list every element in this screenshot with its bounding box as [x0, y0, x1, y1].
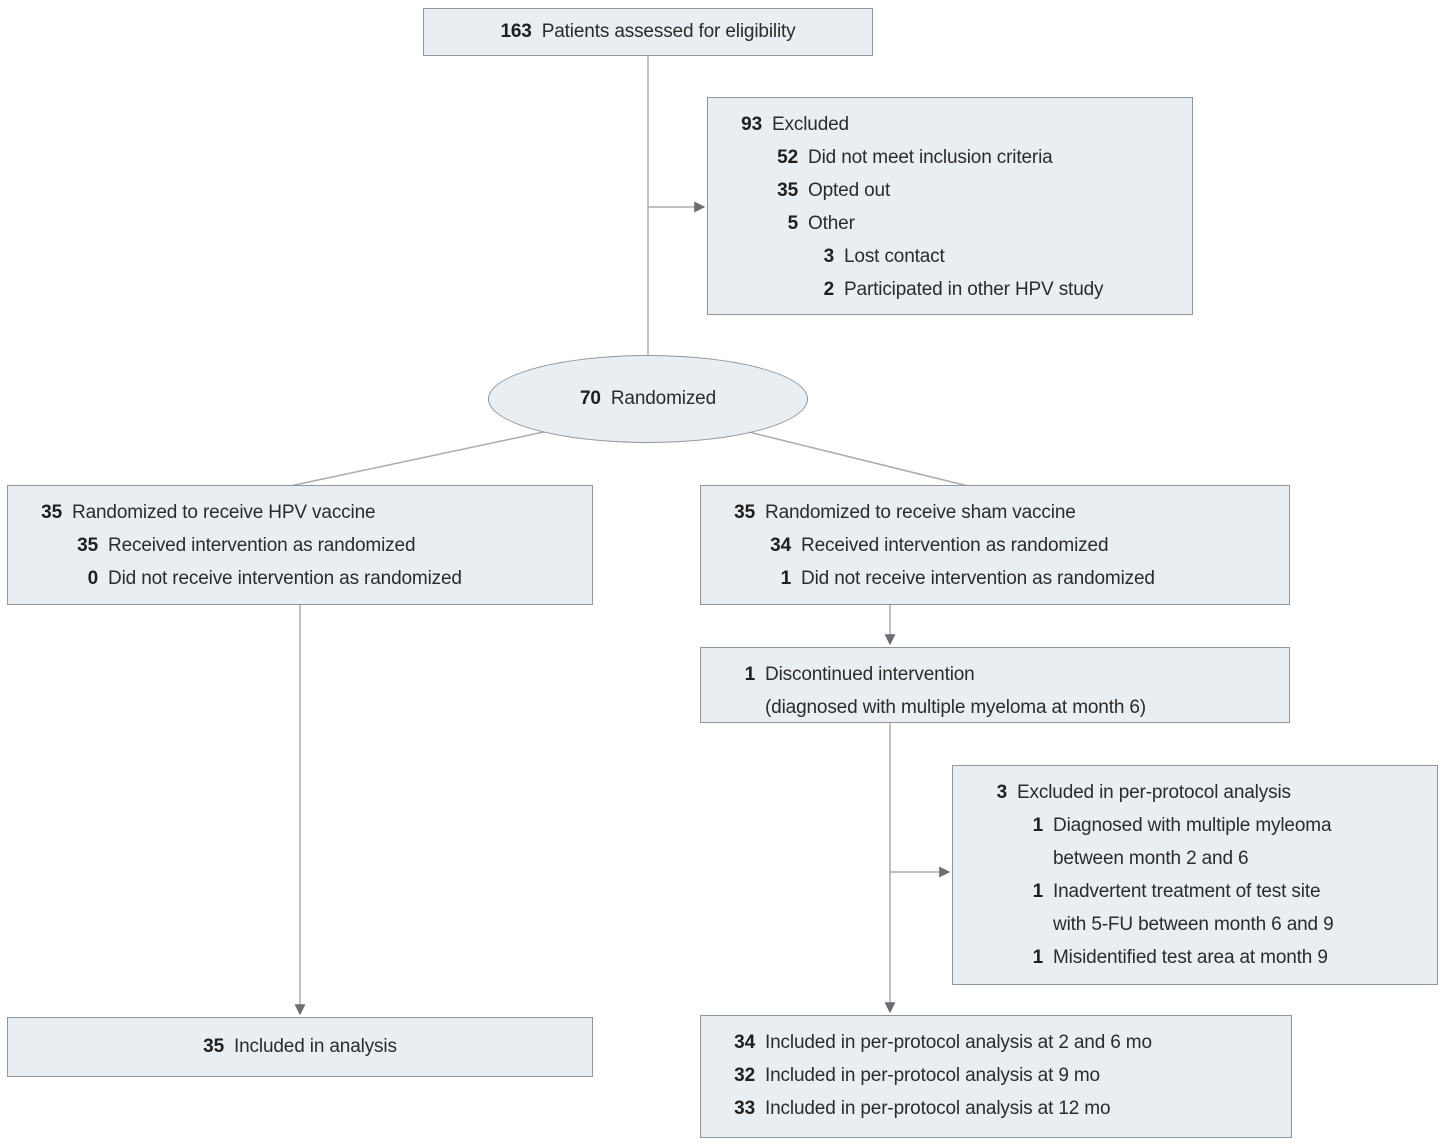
label: Did not meet inclusion criteria — [808, 147, 1053, 168]
count: 1 — [1032, 947, 1044, 968]
label: Other — [808, 213, 855, 234]
label: Excluded — [772, 114, 849, 135]
flow-line: 5 Other — [728, 207, 1176, 240]
flow-line: 33 Included in per-protocol analysis at … — [721, 1092, 1275, 1125]
flow-line: 52 Did not meet inclusion criteria — [728, 141, 1176, 174]
flow-line: 35 Included in analysis — [8, 1018, 592, 1076]
label: Inadvertent treatment of test site with … — [1053, 881, 1334, 935]
count: 3 — [996, 782, 1008, 803]
flow-line: 2 Participated in other HPV study — [728, 273, 1176, 306]
flow-line: 70 Randomized — [489, 356, 807, 442]
box-per-protocol-excluded: 3 Excluded in per-protocol analysis 1 Di… — [952, 765, 1438, 985]
flow-line: 1 Misidentified test area at month 9 — [973, 941, 1421, 974]
flow-line: 3 Lost contact — [728, 240, 1176, 273]
box-included-in-analysis: 35 Included in analysis — [7, 1017, 593, 1077]
flow-line: 1 Discontinued intervention (diagnosed w… — [721, 658, 1273, 724]
label: Randomized to receive sham vaccine — [765, 502, 1076, 523]
label: Included in per-protocol analysis at 9 m… — [765, 1065, 1100, 1086]
flow-line: 34 Included in per-protocol analysis at … — [721, 1026, 1275, 1059]
count: 0 — [87, 568, 99, 589]
count: 35 — [734, 502, 755, 523]
label: Diagnosed with multiple myleoma between … — [1053, 815, 1332, 869]
label: Did not receive intervention as randomiz… — [108, 568, 462, 589]
count: 32 — [734, 1065, 755, 1086]
count: 163 — [500, 21, 532, 42]
flow-line: 35 Randomized to receive sham vaccine — [721, 496, 1273, 529]
label: Included in per-protocol analysis at 12 … — [765, 1098, 1111, 1119]
ellipse-randomized: 70 Randomized — [488, 355, 808, 443]
count: 5 — [787, 213, 799, 234]
box-discontinued-intervention: 1 Discontinued intervention (diagnosed w… — [700, 647, 1290, 723]
count: 35 — [41, 502, 62, 523]
count: 52 — [777, 147, 798, 168]
label: Patients assessed for eligibility — [541, 21, 796, 42]
label: Excluded in per-protocol analysis — [1017, 782, 1291, 803]
label: Included in per-protocol analysis at 2 a… — [765, 1032, 1152, 1053]
label: Included in analysis — [234, 1036, 397, 1057]
count: 1 — [780, 568, 792, 589]
box-hpv-vaccine-arm: 35 Randomized to receive HPV vaccine 35 … — [7, 485, 593, 605]
count: 1 — [1032, 815, 1044, 836]
label: Randomized to receive HPV vaccine — [72, 502, 376, 523]
box-excluded: 93 Excluded 52 Did not meet inclusion cr… — [707, 97, 1193, 315]
count: 1 — [1032, 881, 1044, 902]
label: Participated in other HPV study — [844, 279, 1104, 300]
count: 35 — [77, 535, 98, 556]
flow-line: 35 Received intervention as randomized — [28, 529, 576, 562]
flow-line: 35 Opted out — [728, 174, 1176, 207]
label: Did not receive intervention as randomiz… — [801, 568, 1155, 589]
count: 93 — [741, 114, 762, 135]
box-assessed-for-eligibility: 163 Patients assessed for eligibility — [423, 8, 873, 56]
flow-line: 34 Received intervention as randomized — [721, 529, 1273, 562]
flow-line: 32 Included in per-protocol analysis at … — [721, 1059, 1275, 1092]
count: 3 — [823, 246, 835, 267]
label: Opted out — [808, 180, 891, 201]
label: Randomized — [610, 388, 716, 409]
flow-line: 163 Patients assessed for eligibility — [424, 9, 872, 55]
label: Received intervention as randomized — [801, 535, 1109, 556]
box-sham-vaccine-arm: 35 Randomized to receive sham vaccine 34… — [700, 485, 1290, 605]
label: Discontinued intervention (diagnosed wit… — [765, 664, 1146, 718]
flow-line: 0 Did not receive intervention as random… — [28, 562, 576, 595]
box-per-protocol-analysis: 34 Included in per-protocol analysis at … — [700, 1015, 1292, 1138]
flow-line: 93 Excluded — [728, 108, 1176, 141]
count: 70 — [579, 388, 601, 409]
count: 33 — [734, 1098, 755, 1119]
flow-line: 1 Did not receive intervention as random… — [721, 562, 1273, 595]
count: 1 — [744, 664, 756, 685]
flow-line: 1 Inadvertent treatment of test site wit… — [973, 875, 1421, 941]
count: 34 — [770, 535, 791, 556]
count: 34 — [734, 1032, 755, 1053]
label: Misidentified test area at month 9 — [1053, 947, 1328, 968]
flow-line: 3 Excluded in per-protocol analysis — [973, 776, 1421, 809]
flow-line: 1 Diagnosed with multiple myleoma betwee… — [973, 809, 1421, 875]
count: 35 — [777, 180, 798, 201]
count: 2 — [823, 279, 835, 300]
label: Received intervention as randomized — [108, 535, 416, 556]
count: 35 — [203, 1036, 224, 1057]
flow-line: 35 Randomized to receive HPV vaccine — [28, 496, 576, 529]
label: Lost contact — [844, 246, 945, 267]
